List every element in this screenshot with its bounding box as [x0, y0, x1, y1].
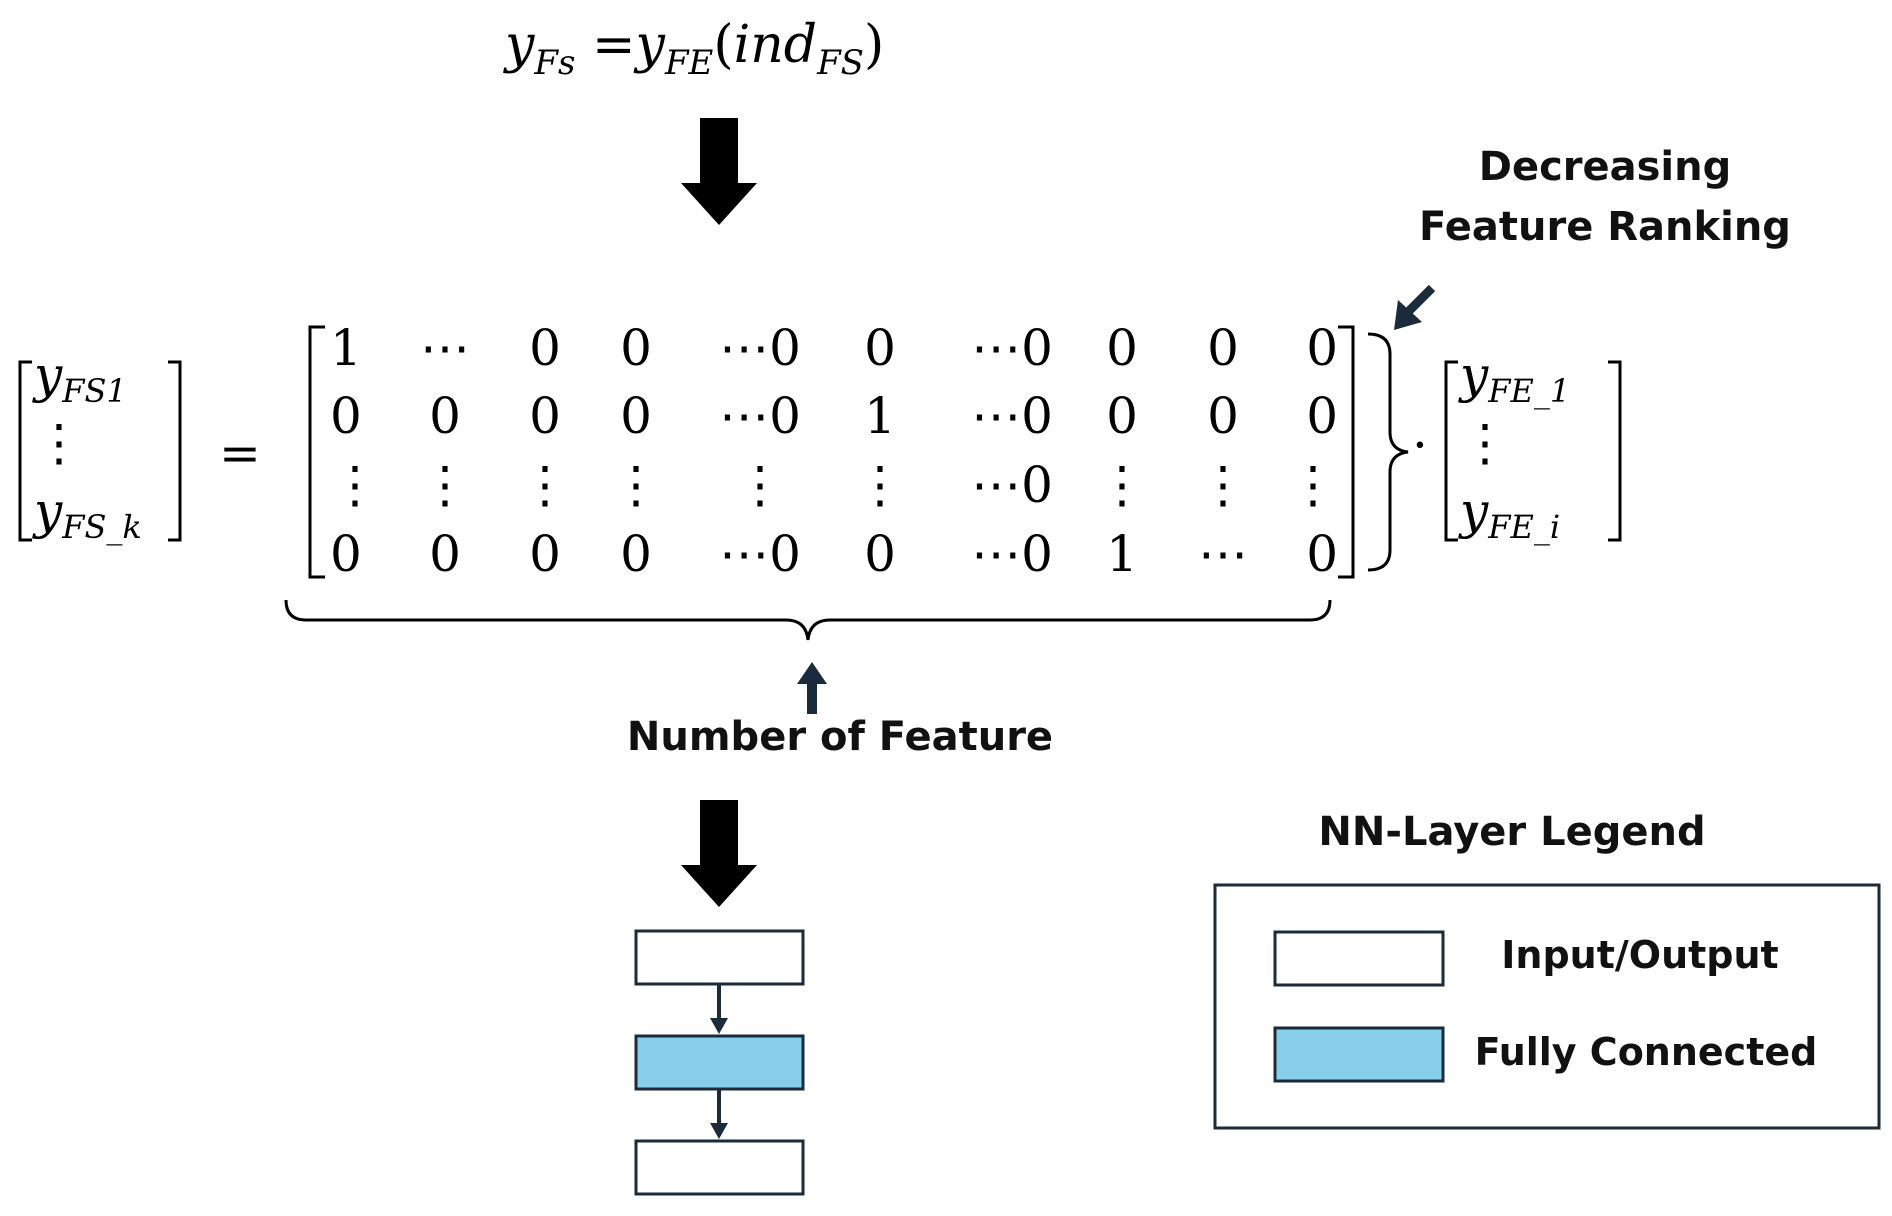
left-vector-vdots: ⋮	[34, 414, 84, 472]
right-vector-bracket-close	[1608, 360, 1622, 542]
network-stack	[634, 929, 805, 1196]
matrix-cell: 0	[529, 387, 561, 445]
svg-text:yFs =yFE(indFS): yFs =yFE(indFS)	[503, 15, 884, 83]
matrix-cell: 0	[620, 525, 652, 583]
right-vector-vdots: ⋮	[1460, 414, 1510, 472]
matrix-cell: 0	[330, 525, 362, 583]
matrix-cell: 0	[864, 319, 896, 377]
right-vector-bottom: y	[1458, 482, 1489, 540]
legend-title: NN-Layer Legend	[1318, 809, 1705, 855]
input-layer-box	[634, 929, 805, 986]
formula-paren-close: )	[864, 15, 884, 75]
matrix-cell: ⋮	[1288, 456, 1338, 514]
matrix-cell: 0	[864, 525, 896, 583]
matrix-cell: ⋮	[1198, 456, 1248, 514]
left-vector-bottom: y	[32, 482, 63, 540]
matrix-cell: 1	[1106, 525, 1138, 583]
right-vector-top-sub: FE_1	[1487, 372, 1570, 410]
matrix-cell: 0	[429, 525, 461, 583]
matrix-cell: ⋮	[420, 456, 470, 514]
matrix-cell: ⋯	[420, 319, 470, 377]
formula-rhs-sub: FE	[664, 43, 714, 83]
row-curly-brace	[1367, 332, 1409, 572]
diagonal-arrow-icon	[1394, 284, 1436, 330]
matrix-cell: ⋯0	[719, 525, 801, 583]
right-vector-top: y	[1458, 346, 1489, 404]
dot-product-symbol: ·	[1412, 416, 1428, 474]
selection-formula: yFs =yFE(indFS)	[503, 15, 884, 83]
svg-text:yFE_1: yFE_1	[1458, 346, 1570, 410]
column-curly-brace	[284, 599, 1332, 641]
matrix-cell: 0	[620, 387, 652, 445]
matrix-cell: ⋯	[1198, 525, 1248, 583]
formula-rhs: y	[634, 15, 666, 75]
matrix-bracket-close	[1338, 325, 1355, 579]
matrix-cell: ⋮	[1097, 456, 1147, 514]
matrix-cell: ⋯0	[719, 387, 801, 445]
matrix-cell: ⋯0	[719, 319, 801, 377]
matrix-cell: ⋮	[330, 456, 380, 514]
svg-text:yFS1: yFS1	[32, 346, 127, 410]
matrix-cell: 0	[620, 319, 652, 377]
matrix-cell: 0	[529, 525, 561, 583]
matrix-cell: 0	[1207, 387, 1239, 445]
matrix-cell: ⋯0	[971, 387, 1053, 445]
matrix-cell: ⋯0	[971, 525, 1053, 583]
matrix-bracket-open	[308, 325, 325, 579]
formula-lhs-sub: Fs	[533, 43, 575, 83]
matrix-cell: ⋯0	[971, 456, 1053, 514]
layer-arrow-icon	[710, 1123, 728, 1139]
left-vector-bracket-close	[168, 360, 182, 542]
down-arrow-icon	[681, 800, 757, 907]
output-layer-box	[634, 1139, 805, 1196]
legend-label-input-output: Input/Output	[1501, 933, 1778, 977]
formula-lhs: y	[503, 15, 535, 75]
left-vector-bracket-open	[18, 360, 32, 542]
matrix-cell: ⋮	[520, 456, 570, 514]
left-vector-top: y	[32, 346, 63, 404]
matrix-cell: 0	[1306, 387, 1338, 445]
down-arrow-icon	[681, 118, 757, 225]
matrix-cell: 0	[1306, 319, 1338, 377]
matrix-cell: ⋯0	[971, 319, 1053, 377]
left-vector-bottom-sub: FS_k	[61, 508, 142, 546]
formula-paren-open: (	[713, 15, 733, 75]
formula-arg: ind	[734, 15, 817, 75]
matrix-cell: 1	[864, 387, 896, 445]
layer-arrow-icon	[710, 1018, 728, 1034]
up-arrow-icon	[797, 662, 827, 714]
matrix-cell: 0	[529, 319, 561, 377]
svg-text:yFS_k: yFS_k	[32, 482, 142, 546]
formula-arg-sub: FS	[816, 43, 864, 83]
number-of-feature-label: Number of Feature	[627, 714, 1053, 760]
legend-label-fully-connected: Fully Connected	[1475, 1030, 1818, 1074]
formula-eq: =	[575, 15, 635, 75]
left-vector-top-sub: FS1	[61, 372, 126, 410]
matrix-cell: 0	[330, 387, 362, 445]
legend-swatch-fully-connected	[1273, 1026, 1445, 1083]
matrix-cell: 0	[1106, 387, 1138, 445]
equals-sign: =	[219, 424, 261, 482]
svg-text:yFE_i: yFE_i	[1458, 482, 1560, 546]
matrix-cell: ⋮	[611, 456, 661, 514]
right-vector-bottom-sub: FE_i	[1487, 508, 1560, 546]
legend-box	[1213, 883, 1881, 1130]
matrix-cell: 0	[1306, 525, 1338, 583]
legend-swatch-input-output	[1273, 930, 1445, 987]
matrix-cell: 0	[429, 387, 461, 445]
left-vector: yFS1 ⋮ yFS_k	[18, 346, 182, 546]
matrix-cell: 0	[1106, 319, 1138, 377]
decreasing-label-line1: Decreasing	[1479, 144, 1732, 190]
matrix-cell: ⋮	[855, 456, 905, 514]
right-vector-bracket-open	[1444, 360, 1458, 542]
matrix-cell: 1	[330, 319, 362, 377]
matrix-cell: ⋮	[735, 456, 785, 514]
decreasing-label-line2: Feature Ranking	[1419, 204, 1791, 250]
right-vector: yFE_1 ⋮ yFE_i	[1444, 346, 1622, 546]
fully-connected-layer-box	[634, 1034, 805, 1091]
matrix-cell: 0	[1207, 319, 1239, 377]
